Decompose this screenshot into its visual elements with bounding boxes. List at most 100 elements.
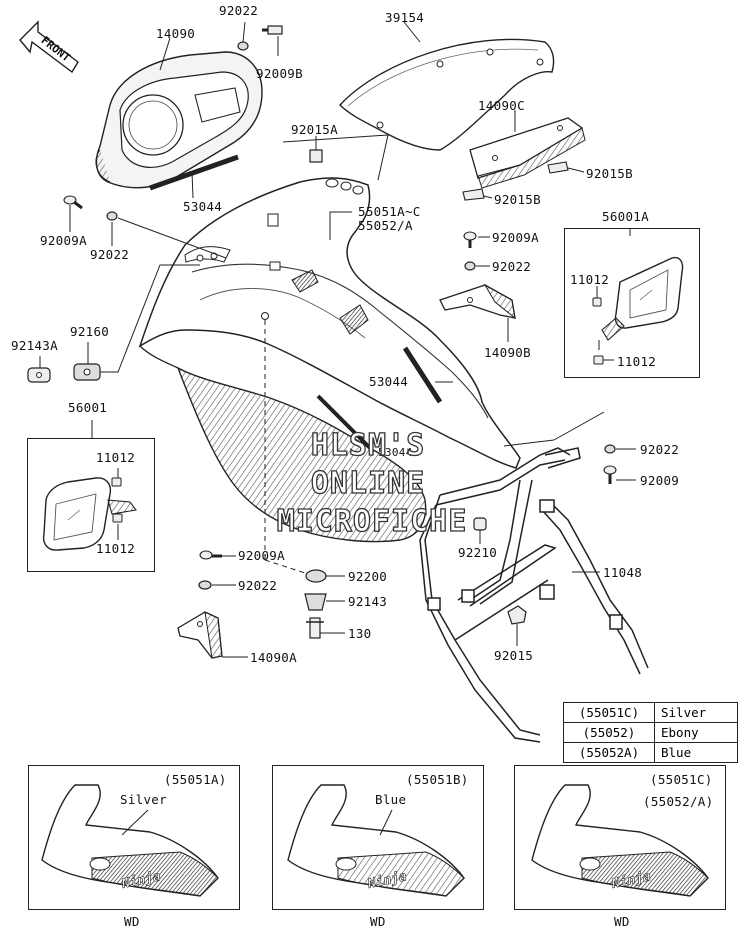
part-number-92009: 92009 [640, 473, 680, 488]
mirror-left-box [27, 438, 155, 572]
part-number-14090b: 14090B [484, 345, 531, 360]
variant-b-color: Blue [375, 792, 407, 807]
part-number-39154: 39154 [385, 10, 425, 25]
part-number-92022: 92022 [90, 247, 130, 262]
part-number-92015a: 92015A [291, 122, 338, 137]
part-number-92009a: 92009A [40, 233, 87, 248]
part-number-92022: 92022 [492, 259, 532, 274]
bolt-icon [309, 149, 323, 163]
variant-c-footer: WD [614, 914, 630, 929]
part-number-92015b: 92015B [494, 192, 541, 207]
part-number-11012: 11012 [96, 450, 136, 465]
part-number-14090c: 14090C [478, 98, 525, 113]
bolt-icon [462, 161, 569, 201]
meter-cover-part [95, 51, 263, 189]
part-number-53044: 53044 [369, 374, 409, 389]
part-number-53044: 53044 [183, 199, 223, 214]
part-number-92022: 92022 [238, 578, 278, 593]
trim-strip-part [316, 394, 374, 452]
variant-a-box [28, 765, 240, 910]
part-number-11012: 11012 [617, 354, 657, 369]
upper-cowl-part [138, 177, 521, 469]
part-number-92143: 92143 [348, 594, 388, 609]
variant-a-code: (55051A) [164, 772, 227, 787]
screw-icon [63, 195, 83, 210]
windshield-part [339, 38, 555, 151]
part-number-53044: 53044 [378, 446, 413, 459]
leader-line [329, 211, 352, 240]
side-cowl-part [139, 345, 427, 543]
legend-row: (55052A) Blue [563, 742, 738, 763]
mirror-right-part [592, 256, 684, 365]
part-number-92022: 92022 [640, 442, 680, 457]
collar-icon [306, 617, 324, 639]
leader-line [121, 809, 149, 836]
variant-a-footer: WD [124, 914, 140, 929]
washer-icon [604, 444, 616, 454]
leader-line [100, 264, 200, 373]
washer-icon [305, 569, 327, 583]
part-number-14090: 14090 [156, 26, 196, 41]
variant-b-code: (55051B) [406, 772, 469, 787]
part-number-11048: 11048 [603, 565, 643, 580]
leader-line [159, 37, 171, 71]
variant-cowl-a-part: Ninja [41, 784, 219, 897]
washer-icon [198, 580, 212, 590]
screw-icon [463, 231, 477, 248]
part-number-92210: 92210 [458, 545, 498, 560]
screw-icon [262, 25, 283, 35]
part-number-56001a: 56001A [602, 209, 649, 224]
grommet-icon [27, 363, 101, 383]
part-number-130: 130 [348, 626, 372, 641]
part-number-92022: 92022 [219, 3, 259, 18]
front-arrow-icon: FRONT [19, 20, 79, 74]
part-number-92160: 92160 [70, 324, 110, 339]
variant-c-code: (55051C) [650, 772, 713, 787]
variant-c-code-2: (55052/A) [643, 794, 714, 809]
legend-color: Ebony [654, 722, 738, 743]
leader-line [242, 21, 246, 43]
leader-line [117, 217, 227, 259]
legend-code: (55052A) [563, 742, 655, 763]
washer-icon [464, 261, 476, 271]
washer-icon [237, 41, 249, 51]
leader-line [264, 559, 309, 575]
leader-line [379, 809, 393, 836]
variant-cowl-b-part: Ninja [287, 784, 465, 897]
mirror-right-box [564, 228, 700, 378]
screw-icon [199, 550, 222, 560]
variant-b-box [272, 765, 484, 910]
legend-row: (55051C) Silver [563, 702, 738, 723]
leader-line [567, 167, 585, 173]
variant-c-box [514, 765, 726, 910]
part-number-92200: 92200 [348, 569, 388, 584]
mirror-left-part [42, 477, 137, 551]
watermark-line-1: HLSM'S [310, 427, 426, 463]
trim-strip-part [402, 346, 443, 404]
watermark-line-2: ONLINE [310, 465, 426, 501]
part-number-55051: 55051A~C [358, 204, 421, 219]
variant-a-color: Silver [120, 792, 167, 807]
part-number-56001: 56001 [68, 400, 108, 415]
part-number-92009b: 92009B [256, 66, 303, 81]
part-number-92015: 92015 [494, 648, 534, 663]
grommet-icon [304, 593, 327, 611]
legend-row: (55052) Ebony [563, 722, 738, 743]
legend-color: Blue [654, 742, 738, 763]
bracket-part [439, 283, 516, 320]
variant-cowl-c-part: Ninja [531, 784, 709, 897]
leader-line [483, 195, 493, 199]
legend-code: (55051C) [563, 702, 655, 723]
bracket-part [177, 611, 223, 659]
part-number-11012: 11012 [96, 541, 136, 556]
part-number-55052: 55052/A [358, 218, 413, 233]
watermark-line-3: MICROFICHE [276, 503, 468, 539]
bolt-icon [507, 605, 527, 625]
leader-line [191, 171, 194, 199]
subframe-bracket-part [419, 447, 649, 743]
leader-line [403, 21, 421, 43]
part-number-14090a: 14090A [250, 650, 297, 665]
leader-line [282, 134, 389, 181]
variant-b-footer: WD [370, 914, 386, 929]
